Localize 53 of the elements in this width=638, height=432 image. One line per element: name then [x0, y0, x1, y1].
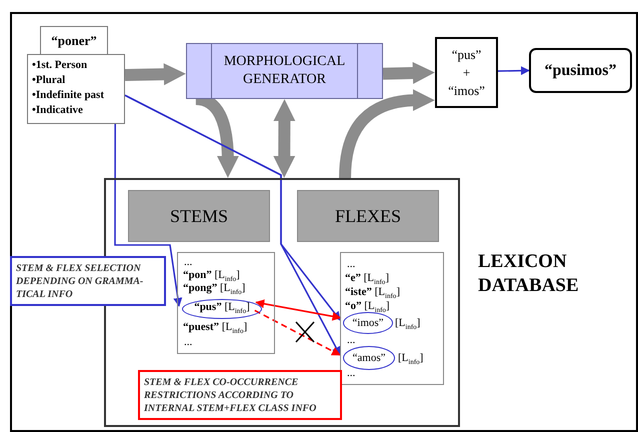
stem-list-box: [177, 252, 275, 354]
list-entry: “amos”: [352, 351, 386, 365]
feature-item: •Plural: [32, 73, 66, 88]
list-entry: “o” [L$_{info}$]: [345, 299, 390, 316]
list-entry: “imos”: [352, 316, 384, 330]
output-word: “pusimos”: [544, 62, 617, 80]
output-box: [529, 48, 632, 93]
list-entry: ...: [184, 335, 192, 349]
list-entry: ...: [347, 257, 356, 271]
list-entry: “pong” [L$_{info}$]: [183, 282, 246, 298]
lexicon-heading: LEXICON DATABASE: [478, 250, 580, 298]
box-label: FLEXES: [334, 206, 401, 226]
stems-box: [128, 190, 270, 242]
list-entry: “e” [L$_{info}$]: [345, 271, 389, 287]
block-arrow: [124, 63, 186, 86]
box-label: STEMS: [170, 206, 228, 226]
double-arrow: [273, 99, 296, 178]
generator-box: [186, 43, 383, 99]
list-entry: ...: [347, 333, 356, 347]
list-entry: “puest” [L$_{info}$]: [183, 320, 248, 338]
feature-list-box: [27, 54, 125, 124]
curved-arrow: [339, 89, 435, 178]
note-text: STEM & FLEX CO-OCCURRENCE RESTRICTIONS ACCORDING TO INTERNAL STEM+FLEX CLASS INFO: [144, 376, 318, 414]
highlight-ellipse: [343, 346, 395, 370]
list-entry: “iste” [L$_{info}$]: [345, 285, 400, 301]
block-arrow: [382, 62, 435, 84]
highlight-ellipse: [182, 299, 262, 319]
arrow: [498, 66, 530, 76]
word-tab: [40, 26, 108, 55]
result-text: “pus”: [452, 46, 482, 64]
note-text: STEM & FLEX SELECTION DEPENDING ON GRAMMA-TICAL INFO: [16, 262, 144, 300]
list-entry: [L$_{info}$]: [395, 316, 420, 334]
result-box: [435, 37, 498, 108]
flexes-box: [297, 190, 439, 242]
flex-list-box: [340, 252, 444, 385]
feature-item: •1st. Person: [32, 58, 88, 73]
result-text: “imos”: [448, 82, 485, 100]
arrow: [254, 310, 341, 356]
note-box: [10, 256, 166, 306]
list-entry: [L$_{info}$]: [398, 351, 424, 368]
arrow: [255, 299, 342, 321]
box-label: MORPHOLOGICAL GENERATOR: [222, 53, 346, 89]
feature-item: •Indefinite past: [32, 88, 104, 103]
highlight-ellipse: [343, 312, 393, 334]
list-entry: ...: [184, 255, 192, 269]
note-box: [138, 370, 342, 420]
word-label: “poner”: [51, 32, 97, 48]
list-entry: “pus” [L$_{info}$]: [194, 300, 250, 318]
result-text: +: [462, 64, 470, 82]
list-entry: “pon” [L$_{info}$]: [183, 268, 240, 284]
feature-item: •Indicative: [32, 103, 83, 118]
arrow: [114, 124, 182, 307]
list-entry: ...: [347, 366, 356, 380]
